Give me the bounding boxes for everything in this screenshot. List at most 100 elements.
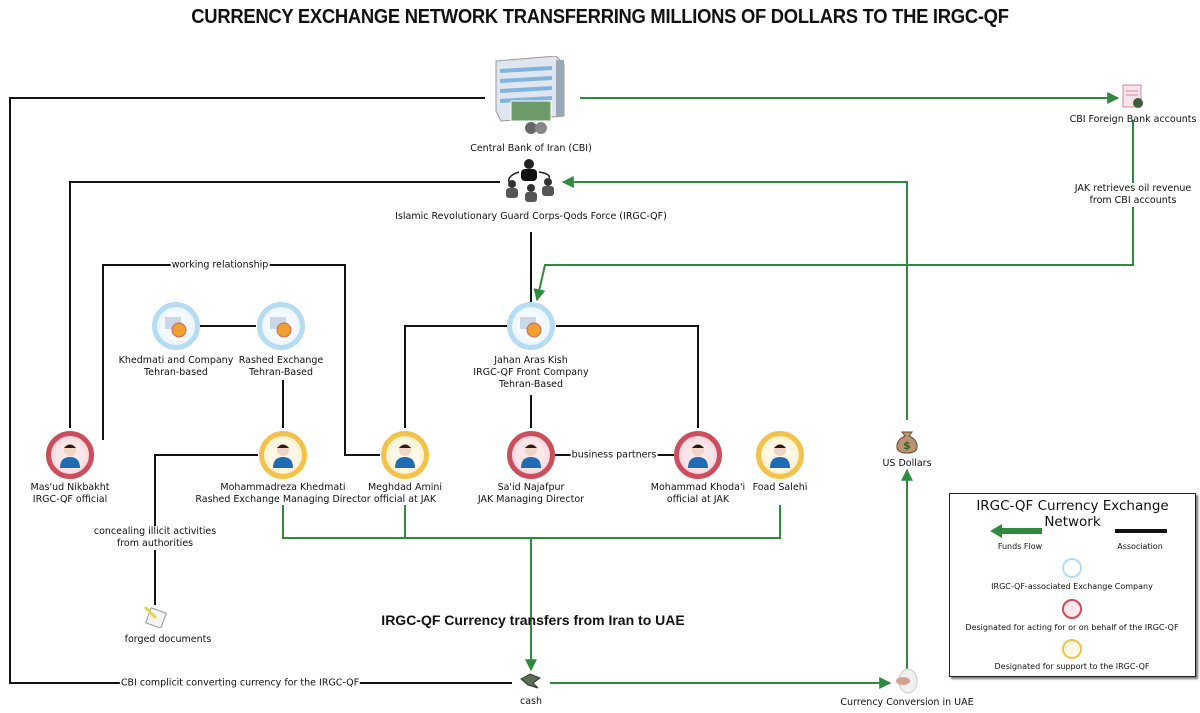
- forged-documents-node[interactable]: [142, 604, 168, 632]
- legend-acting-for: Designated for acting for or on behalf o…: [965, 623, 1179, 632]
- forged-documents-label: forged documents: [124, 634, 212, 645]
- jak-retrieves-label: JAK retrieves oil revenue from CBI accou…: [1074, 183, 1192, 207]
- exchange-company-icon: [165, 317, 187, 338]
- person-icon: [395, 444, 415, 468]
- salehi-name: Foad Salehi: [752, 482, 808, 493]
- legend-support-to: Designated for support to the IRGC-QF: [994, 662, 1150, 671]
- person-icon: [60, 444, 80, 468]
- exchange-company-ring: [152, 302, 200, 350]
- acting-for-irgc-ring: [674, 431, 722, 479]
- currency-exchange-icon: [896, 668, 918, 694]
- rashed-exchange-node[interactable]: [257, 302, 305, 350]
- money-bag-icon: $: [896, 431, 918, 454]
- exchange-company-ring: [507, 302, 555, 350]
- person-icon: [688, 444, 708, 468]
- bank-building-money-icon: [495, 55, 565, 134]
- rashed-exchange-name: Rashed Exchange: [238, 355, 324, 366]
- khodai-node[interactable]: [674, 431, 722, 479]
- khedmati-company-node[interactable]: [152, 302, 200, 350]
- khodai-label: Mohammad Khoda'i official at JAK: [651, 482, 745, 506]
- amini-node[interactable]: [381, 431, 429, 479]
- business-partners-label: business partners: [570, 449, 658, 461]
- amini-role: official at JAK: [373, 494, 437, 505]
- legend-title: IRGC-QF Currency Exchange Network: [976, 498, 1169, 530]
- bank-statement-icon: [1122, 84, 1143, 108]
- acting-for-irgc-ring: [507, 431, 555, 479]
- m-khedmati-name: Mohammadreza Khedmati: [220, 482, 346, 493]
- cash-label: cash: [519, 696, 543, 707]
- jak-description: IRGC-QF Front Company: [473, 367, 589, 378]
- khodai-role: official at JAK: [666, 494, 730, 505]
- nikbakht-node[interactable]: [46, 431, 94, 479]
- jak-retrieves-line2: from CBI accounts: [1074, 195, 1192, 207]
- edge-jak-amini: [404, 325, 507, 428]
- us-dollars-node[interactable]: $: [894, 426, 920, 458]
- cbi-node[interactable]: [486, 55, 576, 140]
- concealing-label: concealing illicit activities from autho…: [93, 526, 217, 550]
- flow-people-cash: [282, 505, 781, 670]
- acting-for-irgc-ring: [46, 431, 94, 479]
- us-dollars-label: US Dollars: [882, 458, 932, 469]
- salehi-node[interactable]: [756, 431, 804, 479]
- concealing-line2: from authorities: [116, 538, 194, 549]
- m-khedmati-role: Rashed Exchange Managing Director: [195, 494, 371, 505]
- flow-usd-irgc: [561, 176, 908, 420]
- currency-conversion-label: Currency Conversion in UAE: [840, 697, 974, 708]
- legend-association: Association: [1117, 542, 1163, 551]
- exchange-company-ring: [257, 302, 305, 350]
- currency-conversion-node[interactable]: [894, 667, 920, 699]
- m-khedmati-label: Mohammadreza Khedmati Rashed Exchange Ma…: [195, 482, 370, 506]
- najafpur-label: Sa'id Najafpur JAK Managing Director: [478, 482, 584, 506]
- edge-working-relationship: [102, 264, 380, 456]
- legend-funds-flow: Funds Flow: [997, 542, 1043, 551]
- cbi-foreign-node[interactable]: [1120, 83, 1146, 113]
- edge-irgc-nikbakht: [69, 181, 500, 428]
- cash-icon: [520, 673, 542, 689]
- irgc-label: Islamic Revolutionary Guard Corps-Qods F…: [395, 211, 667, 222]
- legend-red-ring: [1062, 599, 1082, 619]
- person-icon: [770, 444, 790, 468]
- edge-cbi-complicit: [9, 97, 512, 684]
- edge-jak-khodai: [556, 325, 699, 428]
- khedmati-company-label: Khedmati and Company Tehran-based: [119, 355, 234, 379]
- association-line-icon: [1115, 529, 1167, 533]
- rashed-exchange-label: Rashed Exchange Tehran-Based: [239, 355, 324, 379]
- group-network-icon: [506, 159, 554, 202]
- notepad-pencil-icon: [143, 605, 167, 629]
- cash-node[interactable]: [518, 671, 544, 695]
- nikbakht-role: IRGC-QF official: [32, 494, 108, 505]
- khedmati-company-name: Khedmati and Company: [118, 355, 234, 366]
- najafpur-node[interactable]: [507, 431, 555, 479]
- najafpur-name: Sa'id Najafpur: [497, 482, 565, 493]
- cbi-foreign-label: CBI Foreign Bank accounts: [1069, 114, 1197, 125]
- m-khedmati-node[interactable]: [259, 431, 307, 479]
- khodai-name: Mohammad Khoda'i: [650, 482, 746, 493]
- jak-location: Tehran-Based: [498, 379, 564, 390]
- legend-exchange-company: IRGC-QF-associated Exchange Company: [991, 582, 1153, 591]
- diagram-title: CURRENCY EXCHANGE NETWORK TRANSFERRING M…: [191, 6, 1009, 28]
- jahan-aras-kish-node[interactable]: [507, 302, 555, 350]
- amini-name: Meghdad Amini: [367, 482, 443, 493]
- cbi-complicit-label: CBI complicit converting currency for th…: [119, 677, 361, 689]
- edge-mkhedmati-forged: [154, 454, 258, 605]
- irgc-node[interactable]: [501, 158, 561, 208]
- khedmati-company-location: Tehran-based: [144, 367, 208, 378]
- person-icon: [521, 444, 541, 468]
- support-to-irgc-ring: [259, 431, 307, 479]
- amini-label: Meghdad Amini official at JAK: [368, 482, 442, 506]
- cbi-label: Central Bank of Iran (CBI): [470, 143, 592, 154]
- salehi-label: Foad Salehi: [753, 482, 808, 494]
- jak-name: Jahan Aras Kish: [494, 355, 568, 366]
- legend: IRGC-QF Currency Exchange Network Funds …: [949, 493, 1196, 677]
- working-relationship-label: working relationship: [170, 259, 270, 271]
- nikbakht-name: Mas'ud Nikbakht: [30, 482, 110, 493]
- funds-flow-arrow-icon: [990, 524, 1042, 538]
- jahan-aras-kish-label: Jahan Aras Kish IRGC-QF Front Company Te…: [473, 355, 588, 391]
- jak-retrieves-line1: JAK retrieves oil revenue: [1074, 183, 1192, 195]
- legend-yellow-ring: [1062, 639, 1082, 659]
- support-to-irgc-ring: [381, 431, 429, 479]
- concealing-line1: concealing illicit activities: [93, 526, 217, 537]
- flow-foreign-jak: [533, 120, 1134, 302]
- person-icon: [273, 444, 293, 468]
- transfers-subtitle: IRGC-QF Currency transfers from Iran to …: [381, 612, 685, 628]
